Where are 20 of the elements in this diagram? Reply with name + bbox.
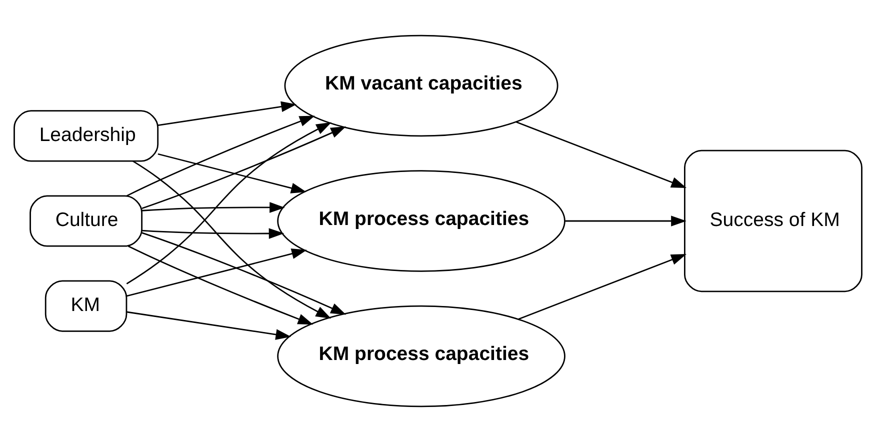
arrow (126, 248, 307, 297)
arrow (158, 153, 306, 194)
arrow (516, 121, 687, 188)
arrow (158, 101, 297, 126)
arrow (126, 122, 332, 284)
arrow (142, 202, 285, 213)
arrow (142, 232, 346, 315)
arrow (142, 126, 346, 210)
arrow (126, 116, 315, 196)
arrow (128, 246, 314, 325)
arrow (132, 160, 332, 319)
node-box: KM (44, 280, 128, 332)
node-box: Culture (30, 195, 142, 247)
node-ellipse: KM process capacities (277, 170, 566, 272)
node-box: Success of KM (684, 150, 862, 292)
arrow (142, 228, 284, 239)
arrow (126, 311, 292, 340)
arrow (518, 254, 687, 320)
arrow (565, 216, 686, 226)
node-box: Leadership (14, 110, 159, 162)
